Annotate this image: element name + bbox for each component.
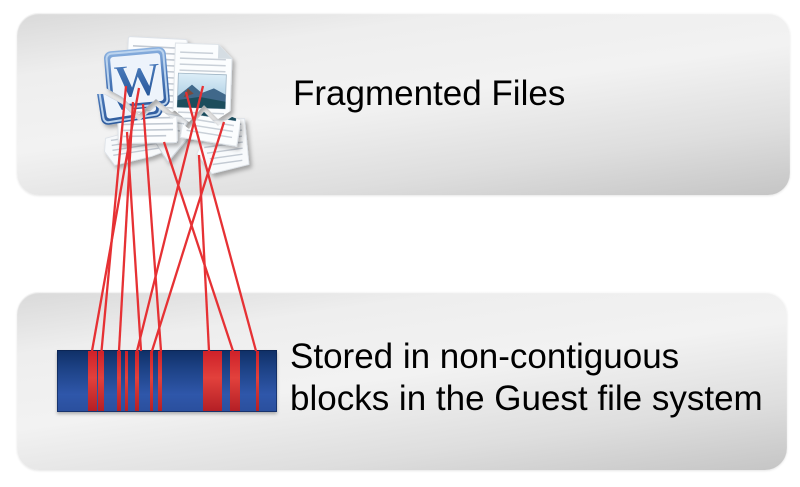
stored-blocks-label-line2: blocks in the Guest file system (290, 379, 763, 418)
fragment-block-stripe (255, 351, 260, 411)
fragment-block-stripe (88, 351, 97, 411)
fragment-block-stripe (203, 351, 222, 411)
fragment-block-stripe (135, 351, 140, 411)
fragment-block-stripe (158, 351, 162, 411)
stored-blocks-label-line1: Stored in non-contiguous (290, 337, 680, 376)
fragmented-files-label: Fragmented Files (293, 74, 566, 113)
storage-block-bar (57, 350, 277, 412)
fragment-block-stripe (150, 351, 154, 411)
stored-blocks-label: Stored in non-contiguous blocks in the G… (290, 336, 763, 420)
fragment-block-stripe (229, 351, 240, 411)
fragment-block-stripe (116, 351, 121, 411)
fragment-block-stripe (98, 351, 104, 411)
fragment-block-stripe (125, 351, 129, 411)
